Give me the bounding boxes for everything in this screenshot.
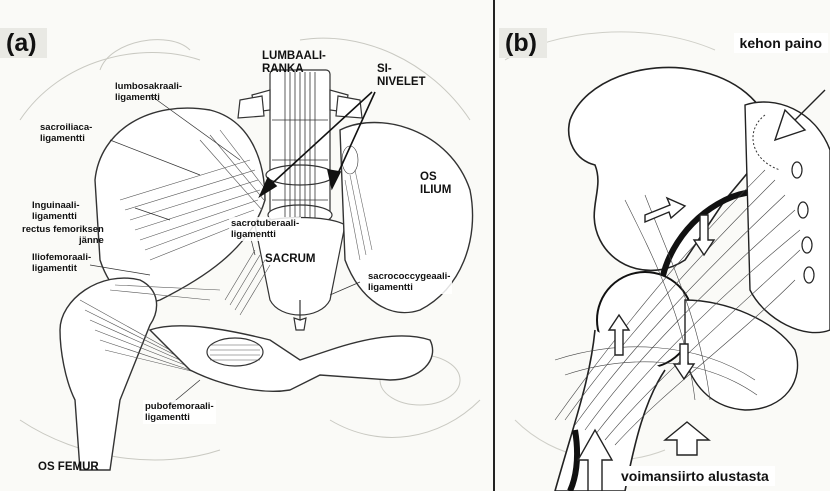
panel-b-tag: (b)	[499, 28, 547, 58]
label-si-nivelet: SI- NIVELET	[377, 63, 426, 89]
pubic-rami	[150, 326, 433, 391]
hip-force-transfer-drawing	[495, 0, 830, 491]
sacrum-side	[745, 102, 830, 333]
label-os-femur: OS FEMUR	[38, 461, 99, 474]
ilium-wing	[569, 67, 775, 270]
label-pubofemoraali: pubofemoraali- ligamentti	[143, 400, 216, 424]
label-lumbosakraali: lumbosakraali- ligamentti	[115, 81, 182, 103]
label-sacrotuberaali: sacrotuberaali- ligamentti	[229, 217, 301, 241]
left-ilium	[95, 108, 265, 303]
label-sacrococcygeaali: sacrococcygeaali- ligamentti	[366, 270, 452, 294]
panel-a-tag: (a)	[0, 28, 47, 58]
caption-kehon-paino: kehon paino	[734, 33, 828, 53]
panel-b: (b) kehon paino voimansiirto alustasta	[495, 0, 830, 491]
label-inguinaali: Inguinaali- ligamentti	[32, 200, 80, 222]
label-rectus-femoriksen: rectus femoriksen jänne	[22, 224, 104, 246]
label-sacrum: SACRUM	[265, 253, 315, 266]
label-sacroiliaca: sacroiliaca- ligamentti	[40, 122, 92, 144]
caption-voimansiirto-alustasta: voimansiirto alustasta	[615, 466, 775, 486]
label-iliofemoraali: Iliofemoraali- ligamentit	[32, 252, 91, 274]
panel-a: (a) LUMBAALI- RANKA SI- NIVELET lumbosak…	[0, 0, 495, 491]
label-lumbaali-ranka: LUMBAALI- RANKA	[262, 50, 326, 76]
left-femur	[60, 278, 157, 470]
label-os-ilium: OS ILIUM	[418, 170, 453, 198]
